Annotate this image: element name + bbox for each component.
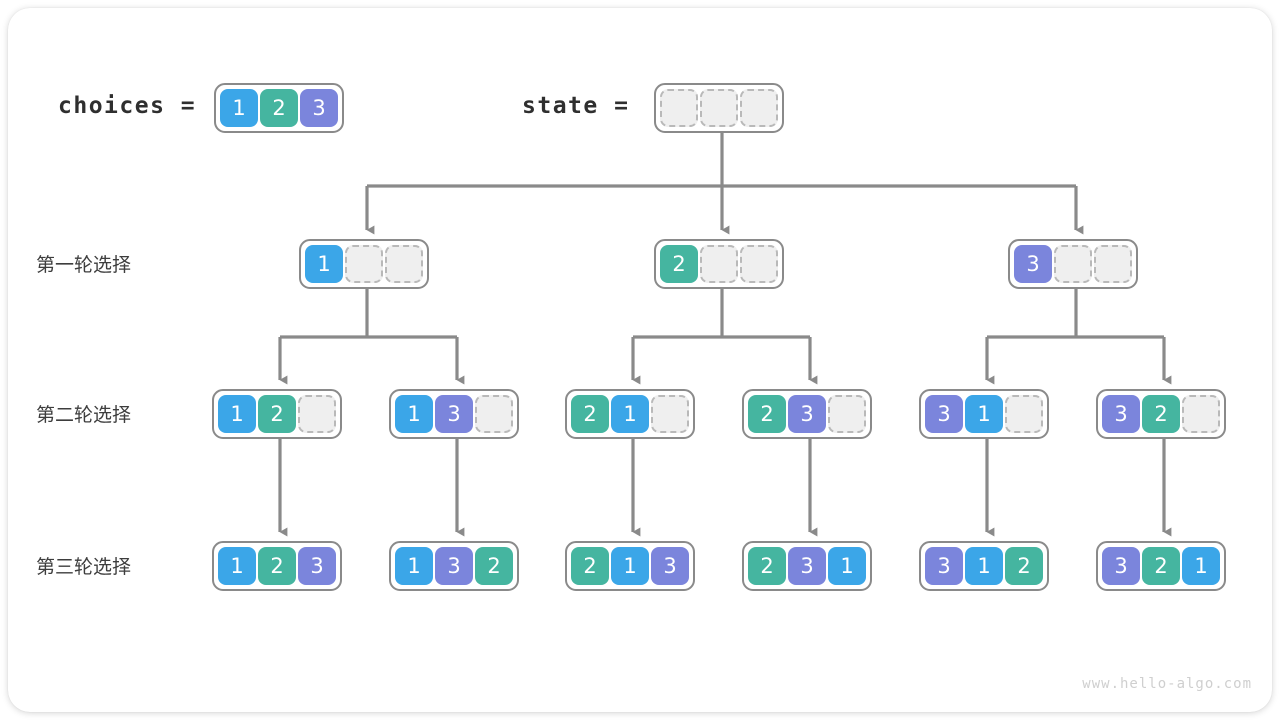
node-round2-5-cell-0: 3 [1102, 395, 1140, 433]
choices-label: choices = [58, 93, 197, 119]
node-round2-0-cell-0: 1 [218, 395, 256, 433]
node-round3-1-cell-2: 2 [475, 547, 513, 585]
node-round3-5-cell-1: 2 [1142, 547, 1180, 585]
node-round3-3-cell-2: 1 [828, 547, 866, 585]
node-round1-2: 3 [1008, 239, 1138, 289]
node-round2-2-cell-1: 1 [611, 395, 649, 433]
node-round3-1-cell-1: 3 [435, 547, 473, 585]
node-round1-2-cell-1 [1054, 245, 1092, 283]
node-round3-4-cell-2: 2 [1005, 547, 1043, 585]
node-round3-3-cell-0: 2 [748, 547, 786, 585]
row-label-round2: 第二轮选择 [36, 404, 132, 426]
node-round2-3-cell-1: 3 [788, 395, 826, 433]
choices-cell-1: 2 [260, 89, 298, 127]
state-cell-0 [660, 89, 698, 127]
state-cell-2 [740, 89, 778, 127]
choices-cell-0: 1 [220, 89, 258, 127]
diagram-card [8, 8, 1272, 712]
node-round1-0-cell-0: 1 [305, 245, 343, 283]
node-round1-1-cell-0: 2 [660, 245, 698, 283]
state-cell-1 [700, 89, 738, 127]
node-round1-0-cell-2 [385, 245, 423, 283]
node-round2-2-cell-2 [651, 395, 689, 433]
node-round2-3-cell-0: 2 [748, 395, 786, 433]
watermark: www.hello-algo.com [1082, 676, 1252, 692]
node-round2-1-cell-0: 1 [395, 395, 433, 433]
node-round3-0-cell-1: 2 [258, 547, 296, 585]
node-round3-2-cell-0: 2 [571, 547, 609, 585]
node-round1-1-cell-2 [740, 245, 778, 283]
node-round2-1-cell-2 [475, 395, 513, 433]
node-round2-4-cell-0: 3 [925, 395, 963, 433]
node-round2-4-cell-2 [1005, 395, 1043, 433]
node-round3-1-cell-0: 1 [395, 547, 433, 585]
node-round1-0-cell-1 [345, 245, 383, 283]
node-round2-1-cell-1: 3 [435, 395, 473, 433]
node-round2-2-cell-0: 2 [571, 395, 609, 433]
node-round3-5-cell-0: 3 [1102, 547, 1140, 585]
node-round3-4-cell-1: 1 [965, 547, 1003, 585]
node-round3-4-cell-0: 3 [925, 547, 963, 585]
state-label: state = [522, 93, 630, 119]
node-round2-0-cell-2 [298, 395, 336, 433]
node-round3-2-cell-1: 1 [611, 547, 649, 585]
node-round2-3-cell-2 [828, 395, 866, 433]
node-round2-5-cell-2 [1182, 395, 1220, 433]
node-round2-0-cell-1: 2 [258, 395, 296, 433]
node-round1-1: 2 [654, 239, 784, 289]
node-round3-0-cell-0: 1 [218, 547, 256, 585]
node-round1-1-cell-1 [700, 245, 738, 283]
node-round3-3-cell-1: 3 [788, 547, 826, 585]
node-round2-5-cell-1: 2 [1142, 395, 1180, 433]
node-round1-0: 1 [299, 239, 429, 289]
choices-cell-2: 3 [300, 89, 338, 127]
node-round1-2-cell-0: 3 [1014, 245, 1052, 283]
row-label-round3: 第三轮选择 [36, 556, 132, 578]
node-round3-0-cell-2: 3 [298, 547, 336, 585]
node-round1-2-cell-2 [1094, 245, 1132, 283]
row-label-round1: 第一轮选择 [36, 254, 132, 276]
node-round3-2-cell-2: 3 [651, 547, 689, 585]
state-array [654, 83, 784, 133]
node-round3-5-cell-2: 1 [1182, 547, 1220, 585]
node-round2-4-cell-1: 1 [965, 395, 1003, 433]
